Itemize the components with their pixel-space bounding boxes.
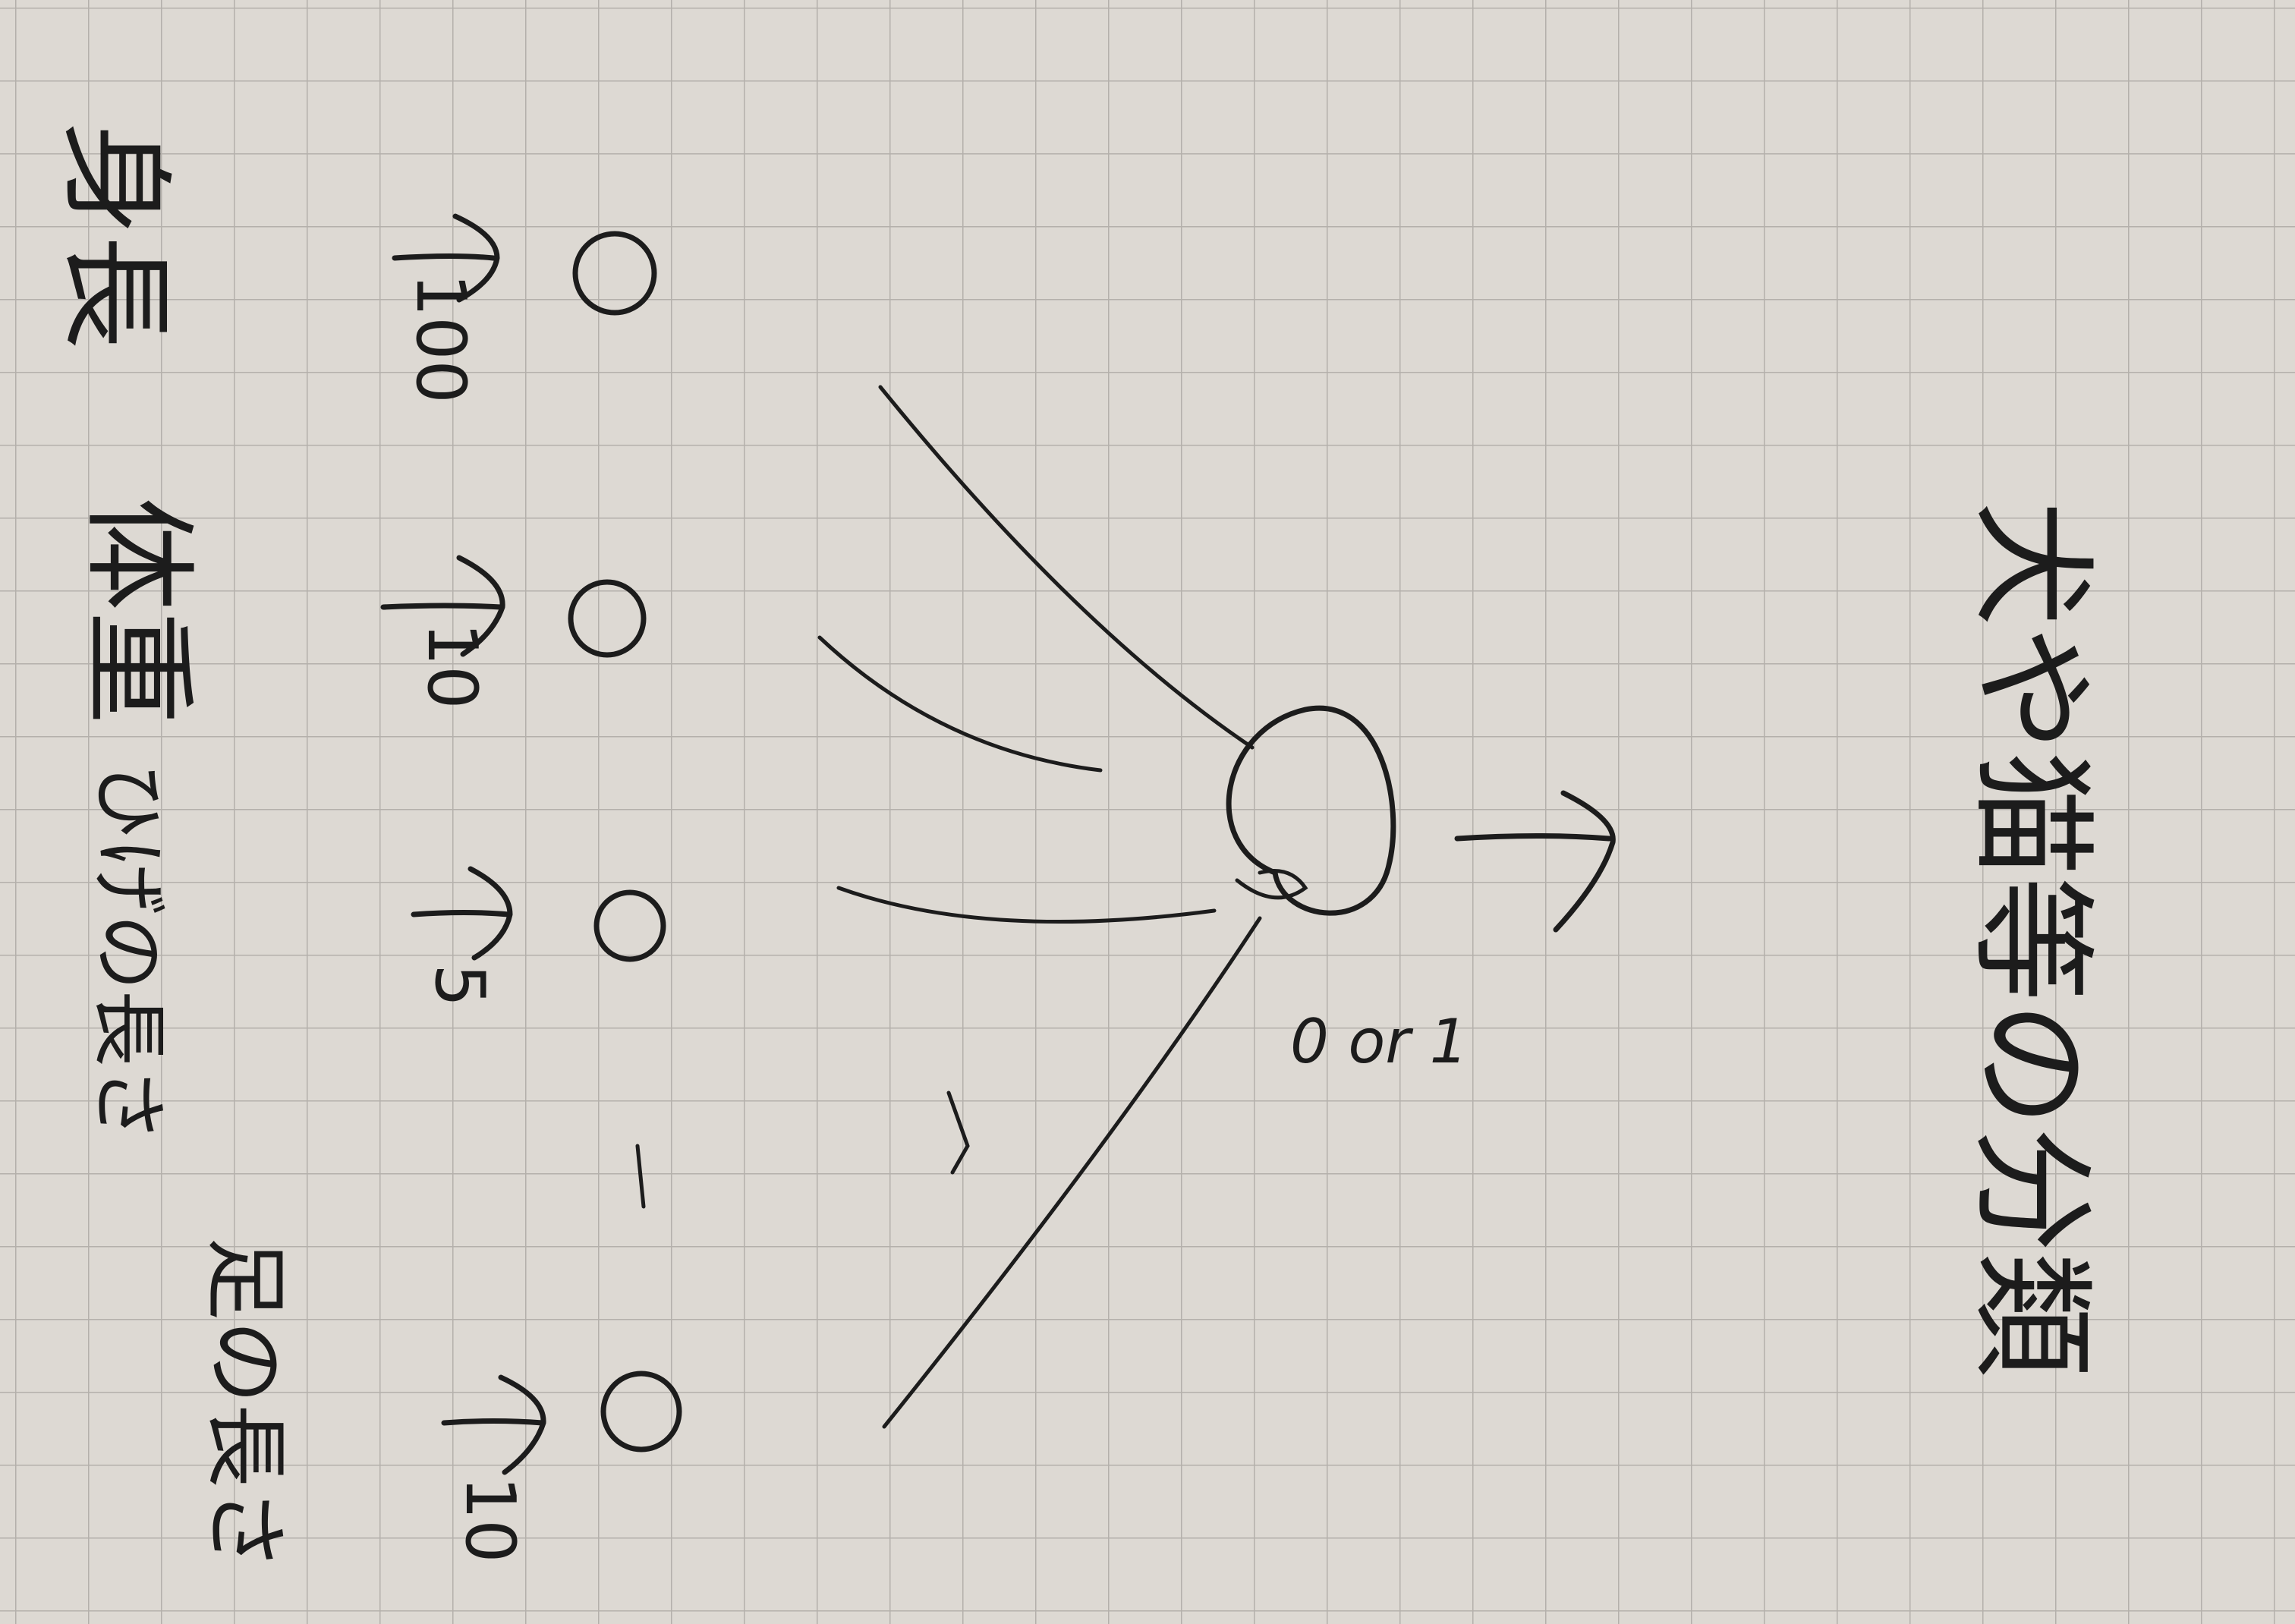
connection-3 — [836, 886, 1217, 924]
connection-4 — [882, 916, 1262, 1429]
input-node-4 — [600, 1371, 682, 1452]
connection-lines — [817, 385, 1262, 1429]
input-label: 身長 — [49, 121, 181, 349]
output-value: 0 or 1 — [1290, 1006, 1469, 1077]
output-node — [1226, 705, 1396, 916]
input-node-3 — [593, 889, 666, 962]
input-value: 100 — [401, 273, 480, 404]
input-arrow — [441, 1374, 546, 1475]
input-label: ひげの長さ — [84, 763, 173, 1142]
input-row-leg-length: 足の長さ 10 — [197, 1237, 682, 1571]
input-row-weight: 体重 10 — [71, 497, 647, 725]
input-value: 5 — [420, 964, 499, 1007]
input-value: 10 — [412, 622, 492, 710]
input-row-height: 身長 100 — [49, 121, 657, 404]
input-label: 体重 — [71, 497, 203, 725]
input-value: 10 — [450, 1476, 530, 1563]
output-description: 犬や猫等の分類 — [1959, 501, 2105, 1377]
input-arrow — [411, 866, 513, 961]
input-row-whisker-length: ひげの長さ 5 — [84, 763, 666, 1142]
ellipsis-mark — [635, 1144, 646, 1209]
input-label: 足の長さ — [197, 1237, 294, 1571]
input-node-1 — [572, 231, 657, 316]
output-node-inner — [1235, 869, 1308, 900]
output-arrow — [1454, 790, 1616, 933]
output-neuron — [1226, 705, 1396, 916]
connection-1 — [878, 385, 1255, 750]
input-arrow — [380, 555, 505, 657]
tick-mark — [946, 1091, 970, 1175]
input-arrow — [392, 213, 500, 303]
connection-2 — [817, 635, 1103, 773]
input-node-2 — [568, 579, 647, 658]
